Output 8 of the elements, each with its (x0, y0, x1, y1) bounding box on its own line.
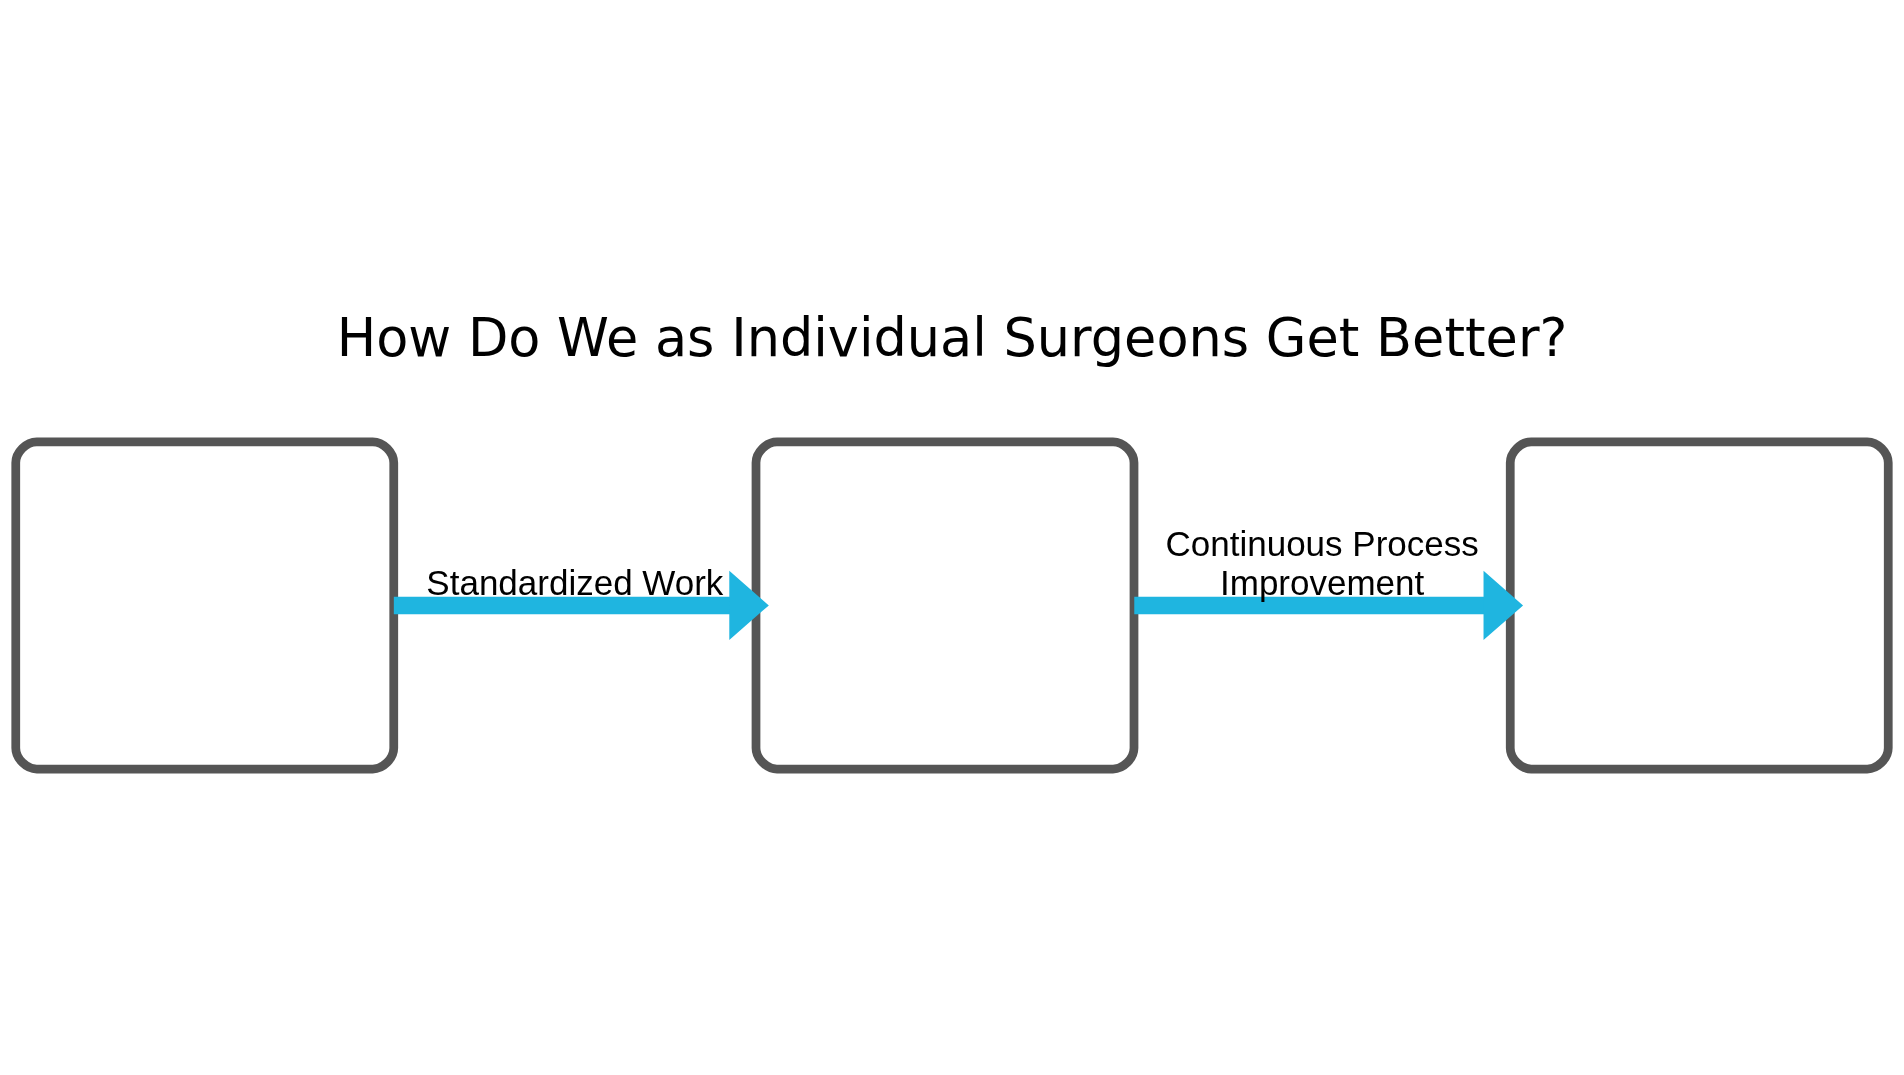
edge-label: Standardized Work (426, 562, 724, 602)
diagram-title: How Do We as Individual Surgeons Get Better? (336, 306, 1568, 368)
edge-label: Continuous Process Improvement (1165, 523, 1479, 602)
arrow (1134, 570, 1524, 640)
node-box (751, 436, 1139, 773)
arrow (393, 570, 769, 640)
node-box (11, 436, 399, 773)
node-box (1505, 436, 1893, 773)
